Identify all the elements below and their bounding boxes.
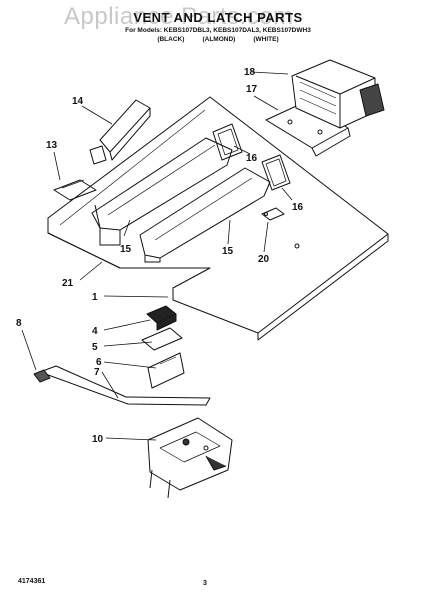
callout-16-left: 16 <box>246 153 258 164</box>
latch-knob <box>33 369 51 383</box>
callout-15-right: 15 <box>222 246 234 257</box>
page-number: 3 <box>203 580 207 587</box>
callout-17: 17 <box>246 84 258 95</box>
callout-13: 13 <box>46 140 58 151</box>
callout-4: 4 <box>92 326 98 337</box>
gasket-right <box>261 154 291 191</box>
callout-16-right: 16 <box>292 202 304 213</box>
callout-8: 8 <box>16 318 22 329</box>
callout-5: 5 <box>92 342 98 353</box>
watermark: Appliance Parts.com <box>64 3 294 30</box>
callout-14: 14 <box>72 96 84 107</box>
callout-10: 10 <box>92 434 104 445</box>
latch-shield <box>147 352 185 389</box>
diagram-title: VENT AND LATCH PARTS <box>133 10 303 25</box>
switch-insulator <box>141 327 183 351</box>
latch-rod <box>39 365 211 406</box>
vent-deflector <box>89 99 151 165</box>
callout-labels: 18 17 14 13 16 16 15 15 20 21 1 4 5 6 7 … <box>16 67 304 445</box>
callout-7: 7 <box>94 367 100 378</box>
fan-motor <box>291 59 385 129</box>
callout-18: 18 <box>244 67 256 78</box>
callout-21: 21 <box>62 278 74 289</box>
model-numbers: For Models: KEBS107DBL3, KEBS107DAL3, KE… <box>125 27 311 34</box>
vent-clip <box>53 179 97 201</box>
vent-duct-left <box>91 137 233 246</box>
vent-duct-right <box>139 167 271 263</box>
callout-20: 20 <box>258 254 270 265</box>
callout-15-left: 15 <box>120 244 132 255</box>
document-number: 4174361 <box>18 578 46 585</box>
gasket-left <box>212 123 243 161</box>
callout-1: 1 <box>92 292 98 303</box>
latch-switch <box>146 305 177 331</box>
retainer-clip <box>261 207 285 221</box>
model-colors: (BLACK) (ALMOND) (WHITE) <box>157 36 279 43</box>
mounting-bracket <box>265 101 351 157</box>
latch-assembly <box>147 417 233 499</box>
callout-6: 6 <box>96 357 102 368</box>
leader-lines <box>21 71 293 441</box>
